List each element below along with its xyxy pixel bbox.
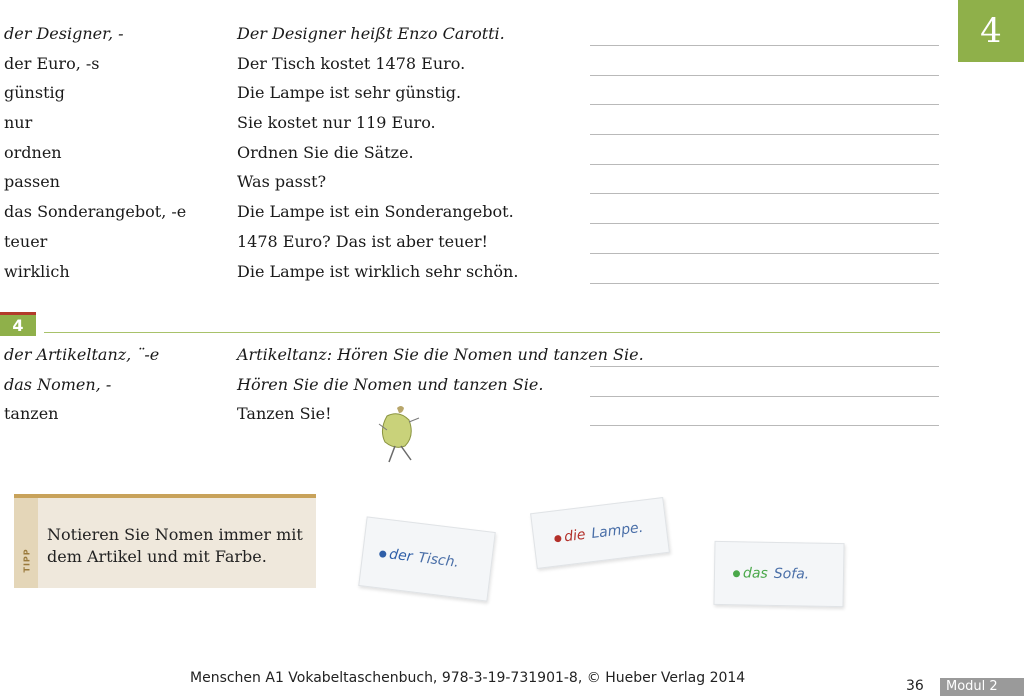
example-sentence: Was passt? xyxy=(237,172,327,192)
vocab-word: tanzen xyxy=(4,404,59,424)
footer-credit: Menschen A1 Vokabeltaschenbuch, 978-3-19… xyxy=(190,670,746,686)
example-sentence: Tanzen Sie! xyxy=(237,404,332,424)
tip-text: Notieren Sie Nomen immer mit dem Artikel… xyxy=(47,525,303,566)
vocab-row: tanzen Tanzen Sie! xyxy=(0,400,940,430)
example-sentence: Sie kostet nur 119 Euro. xyxy=(237,113,436,133)
tip-box: TIPP Notieren Sie Nomen immer mit dem Ar… xyxy=(14,494,316,588)
vocab-word: das Nomen, - xyxy=(4,374,112,394)
writing-line xyxy=(590,104,939,106)
vocab-word: nur xyxy=(4,113,33,133)
writing-line xyxy=(590,193,939,195)
vocab-word: teuer xyxy=(4,231,48,251)
section-header: 4 xyxy=(0,312,940,336)
writing-line xyxy=(590,425,939,427)
example-sentence: Die Lampe ist ein Sonderangebot. xyxy=(237,202,514,222)
tip-strip xyxy=(14,498,38,588)
writing-line xyxy=(590,282,939,284)
example-sentence: Hören Sie die Nomen und tanzen Sie. xyxy=(237,374,544,394)
noun-card-sofa: das Sofa. xyxy=(713,540,845,608)
card-noun: Tisch. xyxy=(417,549,460,571)
vocab-row: passen Was passt? xyxy=(0,168,940,198)
page-number: 36 xyxy=(906,678,924,694)
example-sentence: Die Lampe ist sehr günstig. xyxy=(237,83,462,103)
writing-line xyxy=(590,45,939,46)
vocab-row: teuer 1478 Euro? Das ist aber teuer! xyxy=(0,228,940,258)
writing-line xyxy=(590,134,939,136)
color-dot xyxy=(553,534,562,543)
vocab-word: der Designer, - xyxy=(4,24,124,43)
writing-line xyxy=(590,223,939,225)
card-article: die xyxy=(563,526,587,546)
noun-card-tisch: der Tisch. xyxy=(358,516,496,602)
card-noun: Sofa. xyxy=(773,565,810,583)
vocab-word: günstig xyxy=(4,83,65,103)
section-vocab-list: der Artikeltanz, ¨-e Artikeltanz: Hören S… xyxy=(0,341,940,430)
vocab-row: der Euro, -s Der Tisch kostet 1478 Euro. xyxy=(0,50,940,80)
example-sentence: Der Tisch kostet 1478 Euro. xyxy=(237,53,466,73)
card-article: der xyxy=(388,546,414,566)
card-article: das xyxy=(742,565,768,582)
vocab-word: der Artikeltanz, ¨-e xyxy=(4,345,160,364)
vocab-row: das Nomen, - Hören Sie die Nomen und tanz… xyxy=(0,371,940,401)
vocab-row: ordnen Ordnen Sie die Sätze. xyxy=(0,139,940,169)
vocab-word: das Sonderangebot, -e xyxy=(4,202,187,222)
vocab-row: der Designer, - Der Designer heißt Enzo C… xyxy=(0,20,940,50)
vocab-word: wirklich xyxy=(4,261,70,281)
vocab-word: ordnen xyxy=(4,142,62,162)
tip-label: TIPP xyxy=(22,548,32,573)
dancer-illustration xyxy=(378,406,420,463)
writing-line xyxy=(590,74,939,76)
vocab-word: der Euro, -s xyxy=(4,53,100,73)
section-number-badge: 4 xyxy=(0,312,36,336)
writing-line xyxy=(590,395,939,397)
noun-card-lampe: die Lampe. xyxy=(530,497,670,569)
vocab-list: der Designer, - Der Designer heißt Enzo C… xyxy=(0,20,940,287)
chapter-number: 4 xyxy=(980,11,1002,51)
example-sentence: Der Designer heißt Enzo Carotti. xyxy=(237,24,505,43)
card-noun: Lampe. xyxy=(590,519,645,542)
example-sentence: 1478 Euro? Das ist aber teuer! xyxy=(237,231,488,251)
vocab-row: wirklich Die Lampe ist wirklich sehr schö… xyxy=(0,258,940,288)
writing-line xyxy=(590,163,939,165)
vocab-row: der Artikeltanz, ¨-e Artikeltanz: Hören S… xyxy=(0,341,940,371)
writing-line xyxy=(590,252,939,254)
example-sentence: Artikeltanz: Hören Sie die Nomen und tan… xyxy=(237,345,644,364)
example-sentence: Die Lampe ist wirklich sehr schön. xyxy=(237,261,519,281)
vocab-row: günstig Die Lampe ist sehr günstig. xyxy=(0,79,940,109)
example-sentence: Ordnen Sie die Sätze. xyxy=(237,142,414,162)
vocab-row: das Sonderangebot, -e Die Lampe ist ein S… xyxy=(0,198,940,228)
module-badge: Modul 2 xyxy=(940,678,1024,696)
vocab-word: passen xyxy=(4,172,60,192)
color-dot xyxy=(378,549,387,558)
vocab-row: nur Sie kostet nur 119 Euro. xyxy=(0,109,940,139)
section-rule xyxy=(44,332,940,333)
chapter-tab: 4 xyxy=(958,0,1024,62)
writing-line xyxy=(590,366,939,367)
color-dot xyxy=(732,569,741,577)
